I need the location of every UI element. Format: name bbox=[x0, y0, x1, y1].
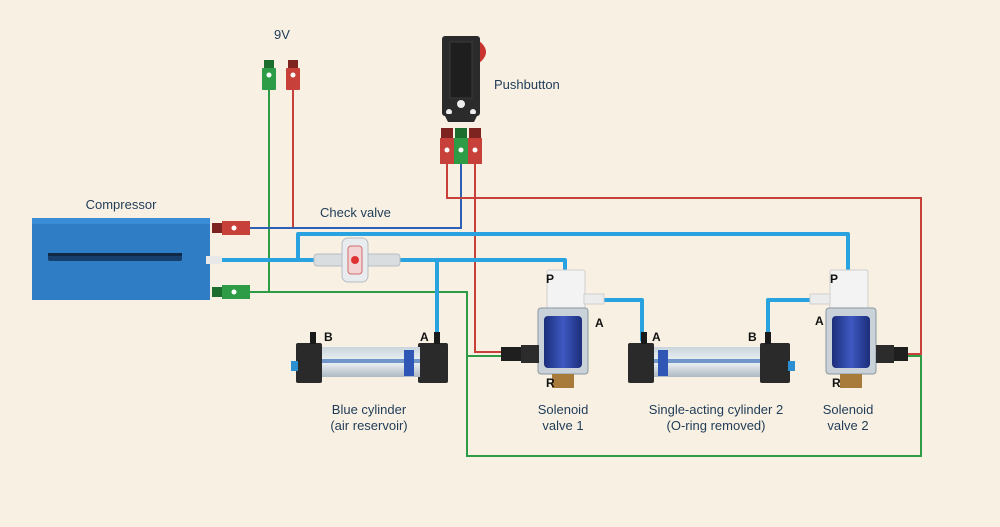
tube-checkvalve-to-solenoid1 bbox=[393, 258, 567, 274]
pushbutton-terminal-left bbox=[440, 128, 454, 164]
pushbutton-terminal-middle bbox=[454, 128, 468, 164]
battery-connectors bbox=[262, 60, 300, 90]
battery-terminal-positive bbox=[286, 60, 300, 90]
solenoid-1-port-a: A bbox=[595, 316, 604, 330]
cylinder-2-port-a: A bbox=[652, 330, 661, 344]
cylinder-2-label: Single-acting cylinder 2 (O-ring removed… bbox=[649, 402, 783, 434]
solenoid-valve-1-label: Solenoid valve 1 bbox=[538, 402, 589, 434]
reservoir-port-b: B bbox=[324, 330, 333, 344]
solenoid-valve-1-label-line2: valve 1 bbox=[542, 418, 584, 433]
solenoid-2-port-r: R bbox=[832, 376, 841, 390]
electrical-wires bbox=[240, 88, 922, 457]
blue-cylinder-label-line2: (air reservoir) bbox=[330, 418, 408, 433]
blue-cylinder-label-line1: Blue cylinder bbox=[331, 402, 407, 417]
compressor-terminal-red bbox=[212, 221, 250, 235]
compressor-terminal-green bbox=[212, 285, 250, 299]
tube-solenoid2-to-cylinder2 bbox=[766, 298, 812, 342]
pushbutton-terminal-right bbox=[468, 128, 482, 164]
air-tubes bbox=[218, 232, 850, 347]
solenoid-valve-1-label-line1: Solenoid bbox=[537, 402, 589, 417]
cylinder-2-port-b: B bbox=[748, 330, 757, 344]
solenoid-1-port-p: P bbox=[546, 272, 555, 286]
wire-pushbutton-red-right bbox=[474, 164, 505, 353]
solenoid-2-port-a: A bbox=[815, 314, 824, 328]
solenoid-2-port-p: P bbox=[830, 272, 839, 286]
check-valve bbox=[313, 237, 401, 283]
blue-cylinder-reservoir bbox=[291, 332, 448, 383]
compressor-label: Compressor bbox=[85, 197, 157, 212]
wire-pushbutton-red-left bbox=[446, 164, 922, 355]
tube-solenoid1-to-cylinder2 bbox=[602, 298, 644, 342]
reservoir-port-a: A bbox=[420, 330, 429, 344]
solenoid-valve-2-label: Solenoid valve 2 bbox=[823, 402, 874, 434]
blue-cylinder-label: Blue cylinder (air reservoir) bbox=[330, 402, 407, 434]
solenoid-1-port-r: R bbox=[546, 376, 555, 390]
battery-terminal-negative bbox=[262, 60, 276, 90]
wire-pushbutton-blue bbox=[240, 164, 462, 229]
solenoid-valve-2-label-line2: valve 2 bbox=[827, 418, 869, 433]
single-acting-cylinder-2 bbox=[628, 332, 795, 383]
battery-label: 9V bbox=[274, 27, 290, 42]
cylinder-2-label-line2: (O-ring removed) bbox=[666, 418, 766, 433]
pushbutton-label: Pushbutton bbox=[494, 77, 560, 92]
tube-loop-to-solenoid2 bbox=[296, 232, 850, 274]
wire-battery-red bbox=[240, 88, 294, 229]
wire-green-to-valves bbox=[269, 291, 922, 457]
check-valve-label: Check valve bbox=[320, 205, 391, 220]
solenoid-valve-2-label-line1: Solenoid bbox=[822, 402, 874, 417]
solenoid-valve-1 bbox=[501, 269, 605, 388]
pushbutton-switch bbox=[440, 36, 486, 164]
compressor bbox=[32, 218, 250, 300]
cylinder-2-label-line1: Single-acting cylinder 2 bbox=[648, 402, 784, 417]
solenoid-valve-2 bbox=[809, 269, 908, 388]
